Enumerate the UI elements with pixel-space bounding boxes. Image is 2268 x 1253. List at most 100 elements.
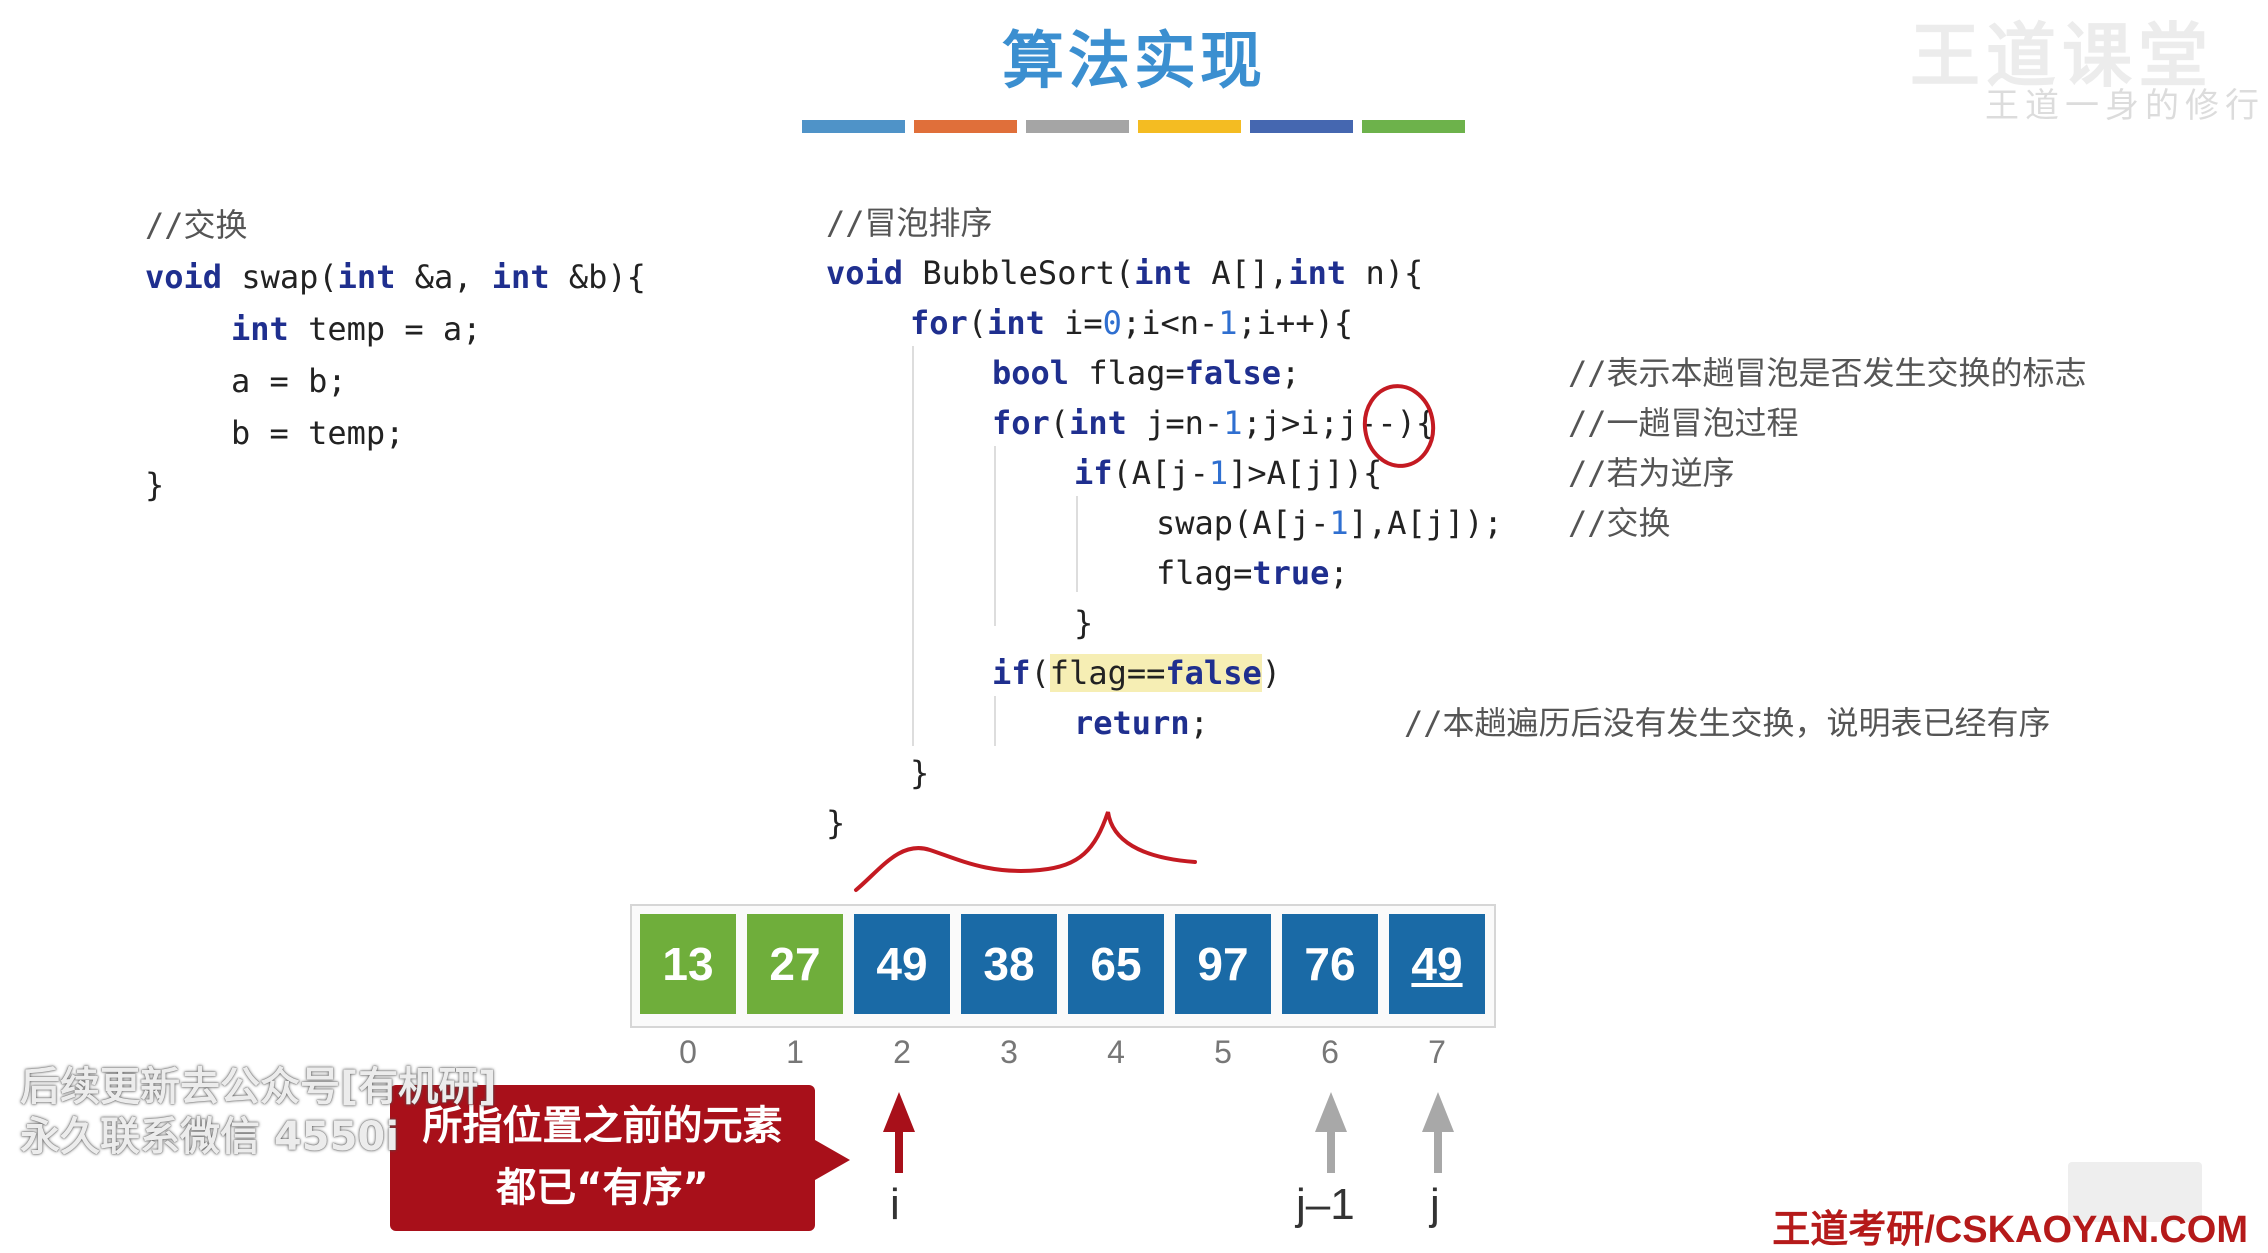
- code-text: swap(: [222, 258, 338, 296]
- color-strip: [802, 120, 1465, 133]
- array-cell: 38: [961, 914, 1057, 1014]
- keyword: true: [1252, 554, 1330, 592]
- keyword: int: [491, 258, 550, 296]
- array-cell: 13: [640, 914, 736, 1014]
- code-text: flag=: [1069, 354, 1185, 392]
- strip-block: [1138, 120, 1241, 133]
- array-index: 1: [786, 1034, 804, 1070]
- keyword: if: [992, 654, 1031, 692]
- array-cell: 76: [1282, 914, 1378, 1014]
- array-cell: 27: [747, 914, 843, 1014]
- swap-line-b: b = temp;: [231, 414, 405, 452]
- watermark-line: 永久联系微信 4550i: [20, 1114, 399, 1160]
- code-text: ;: [1280, 354, 1301, 392]
- outer-for-loop: for(int i=0;i<n-1;i++){: [910, 298, 1353, 348]
- code-text: ;: [1189, 704, 1209, 742]
- flag-declaration: bool flag=false;: [992, 348, 1300, 398]
- code-text: temp = a;: [288, 310, 482, 348]
- code-text: ;i++){: [1237, 304, 1354, 342]
- if-compare: if(A[j-1]>A[j]){: [1074, 448, 1382, 498]
- return-comment: //本趟遍历后没有发生交换，说明表已经有序: [1404, 704, 2051, 742]
- sorted-prefix-callout: 所指位置之前的元素 都已“有序”: [390, 1085, 815, 1231]
- swap-call-comment: //交换: [1568, 504, 1671, 542]
- reverse-comment: //若为逆序: [1568, 454, 1735, 492]
- inner-for-loop: for(int j=n-1;j>i;j--){: [992, 398, 1435, 448]
- code-text: j=n-: [1126, 404, 1224, 442]
- strip-block: [914, 120, 1017, 133]
- code-text: ;: [1329, 554, 1349, 592]
- code-text: (: [1049, 404, 1070, 442]
- pointer-arrow-i: [883, 1092, 915, 1173]
- array-cell-value: 76: [1304, 938, 1356, 990]
- code-text: (A[j-: [1112, 454, 1209, 492]
- indent-guide: [994, 446, 996, 626]
- code-text: ): [1261, 654, 1281, 692]
- keyword: return: [1074, 704, 1190, 742]
- number-literal: 1: [1223, 404, 1243, 442]
- callout-line-2: 都已“有序”: [496, 1165, 709, 1211]
- array-cell-value: 65: [1090, 938, 1142, 990]
- keyword: int: [231, 310, 289, 348]
- array-cell-value: 38: [983, 938, 1035, 990]
- keyword: int: [1069, 404, 1127, 442]
- array-index: 0: [679, 1034, 697, 1070]
- array-index: 4: [1107, 1034, 1125, 1070]
- player-overlay-box: [2068, 1162, 2202, 1222]
- number-literal: 1: [1329, 504, 1349, 542]
- function-close-brace: }: [826, 804, 846, 842]
- number-literal: 1: [1208, 454, 1229, 492]
- keyword: false: [1165, 654, 1262, 692]
- keyword: int: [337, 258, 396, 296]
- keyword: int: [1288, 254, 1347, 292]
- highlighted-condition: flag==false: [1049, 654, 1262, 692]
- array-cell: 97: [1175, 914, 1271, 1014]
- indent-guide: [1076, 496, 1078, 592]
- pointer-label-i: i: [890, 1180, 900, 1229]
- number-literal: 0: [1102, 304, 1122, 342]
- keyword: false: [1184, 354, 1281, 392]
- code-text: &a,: [395, 258, 492, 296]
- if-close-brace: }: [1074, 604, 1094, 642]
- swap-comment: //交换: [145, 206, 248, 244]
- array-index: 3: [1000, 1034, 1018, 1070]
- array-cell: 65: [1068, 914, 1164, 1014]
- array-cell-value: 49: [876, 938, 928, 990]
- code-text: i=: [1044, 304, 1103, 342]
- video-watermark: 后续更新去公众号[有机研]永久联系微信 4550i: [20, 1062, 497, 1162]
- pointer-label-j-minus-1: j–1: [1296, 1180, 1355, 1229]
- array-index: 6: [1321, 1034, 1339, 1070]
- array-cell-value: 27: [769, 938, 821, 990]
- if-flag-check: if(flag==false): [992, 648, 1281, 698]
- callout-line-1: 所指位置之前的元素: [422, 1103, 783, 1149]
- strip-block: [1026, 120, 1129, 133]
- code-text: (: [967, 304, 988, 342]
- outer-close-brace: }: [910, 754, 930, 792]
- inner-loop-comment: //一趟冒泡过程: [1568, 404, 1799, 442]
- code-text: n){: [1346, 254, 1424, 292]
- bubblesort-signature: void BubbleSort(int A[],int n){: [826, 248, 1423, 298]
- pointer-arrow-j-minus-1: [1315, 1092, 1347, 1173]
- keyword: bool: [992, 354, 1070, 392]
- array-cell: 49: [854, 914, 950, 1014]
- code-text: BubbleSort(: [903, 254, 1135, 292]
- keyword: for: [992, 404, 1050, 442]
- code-text: &b){: [549, 258, 646, 296]
- code-text: flag=: [1156, 554, 1253, 592]
- flag-comment: //表示本趟冒泡是否发生交换的标志: [1568, 354, 2087, 392]
- keyword: for: [910, 304, 968, 342]
- keyword: void: [145, 258, 223, 296]
- swap-code-block: //交换 void swap(int &a, int &b){ int temp…: [145, 200, 745, 520]
- indent-guide: [994, 696, 996, 746]
- slide-title: 算法实现: [1001, 24, 1266, 97]
- pointer-label-j: j: [1430, 1180, 1440, 1229]
- array-index: 2: [893, 1034, 911, 1070]
- indent-guide: [912, 346, 914, 746]
- code-text: ],A[j]);: [1348, 504, 1503, 542]
- keyword: int: [987, 304, 1045, 342]
- keyword: if: [1074, 454, 1113, 492]
- brand-logo: 王道课堂: [1910, 17, 2214, 95]
- array-index: 5: [1214, 1034, 1232, 1070]
- strip-block: [1250, 120, 1353, 133]
- array-cell-value: 49: [1411, 938, 1463, 990]
- watermark-line: 后续更新去公众号[有机研]: [20, 1064, 497, 1110]
